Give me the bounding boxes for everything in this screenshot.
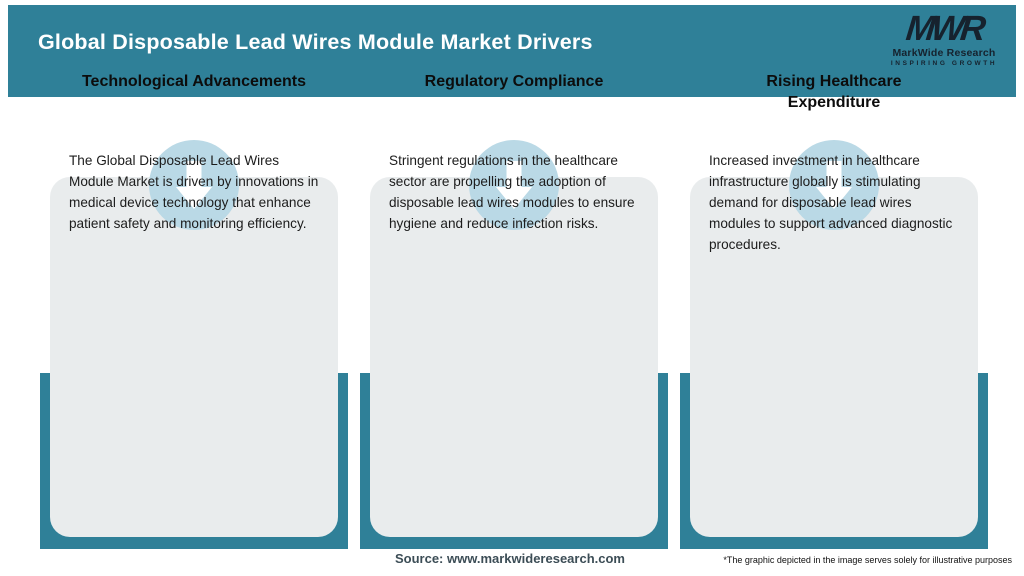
source-text: Source: www.markwideresearch.com [394,551,625,566]
driver-card-technological-advancements: Technological Advancements The Global Di… [40,0,348,576]
card-title: Rising Healthcare Expenditure [766,73,902,111]
logo-name: MarkWide Research [892,47,996,59]
card-description: Stringent regulations in the healthcare … [389,153,635,232]
disclaimer-text: *The graphic depicted in the image serve… [723,555,1012,565]
down-arrow-icon [469,140,559,230]
card-title: Regulatory Compliance [424,73,604,90]
card-description: Increased investment in healthcare infra… [709,153,953,253]
card-panel [370,177,658,537]
header-bar: Global Disposable Lead Wires Module Mark… [8,5,1016,97]
driver-card-rising-healthcare-expenditure: Rising Healthcare Expenditure Increased … [680,0,988,576]
card-panel [50,177,338,537]
card-description: The Global Disposable Lead Wires Module … [69,153,319,232]
logo-tagline: INSPIRING GROWTH [890,60,998,67]
card-panel [690,177,978,537]
card-title: Technological Advancements [81,73,307,90]
page-title: Global Disposable Lead Wires Module Mark… [38,30,593,54]
down-arrow-icon [789,140,879,230]
markwide-research-logo: MWR MarkWide Research INSPIRING GROWTH [884,9,1004,67]
driver-card-regulatory-compliance: Regulatory Compliance Stringent regulati… [360,0,668,576]
down-arrow-icon [149,140,239,230]
